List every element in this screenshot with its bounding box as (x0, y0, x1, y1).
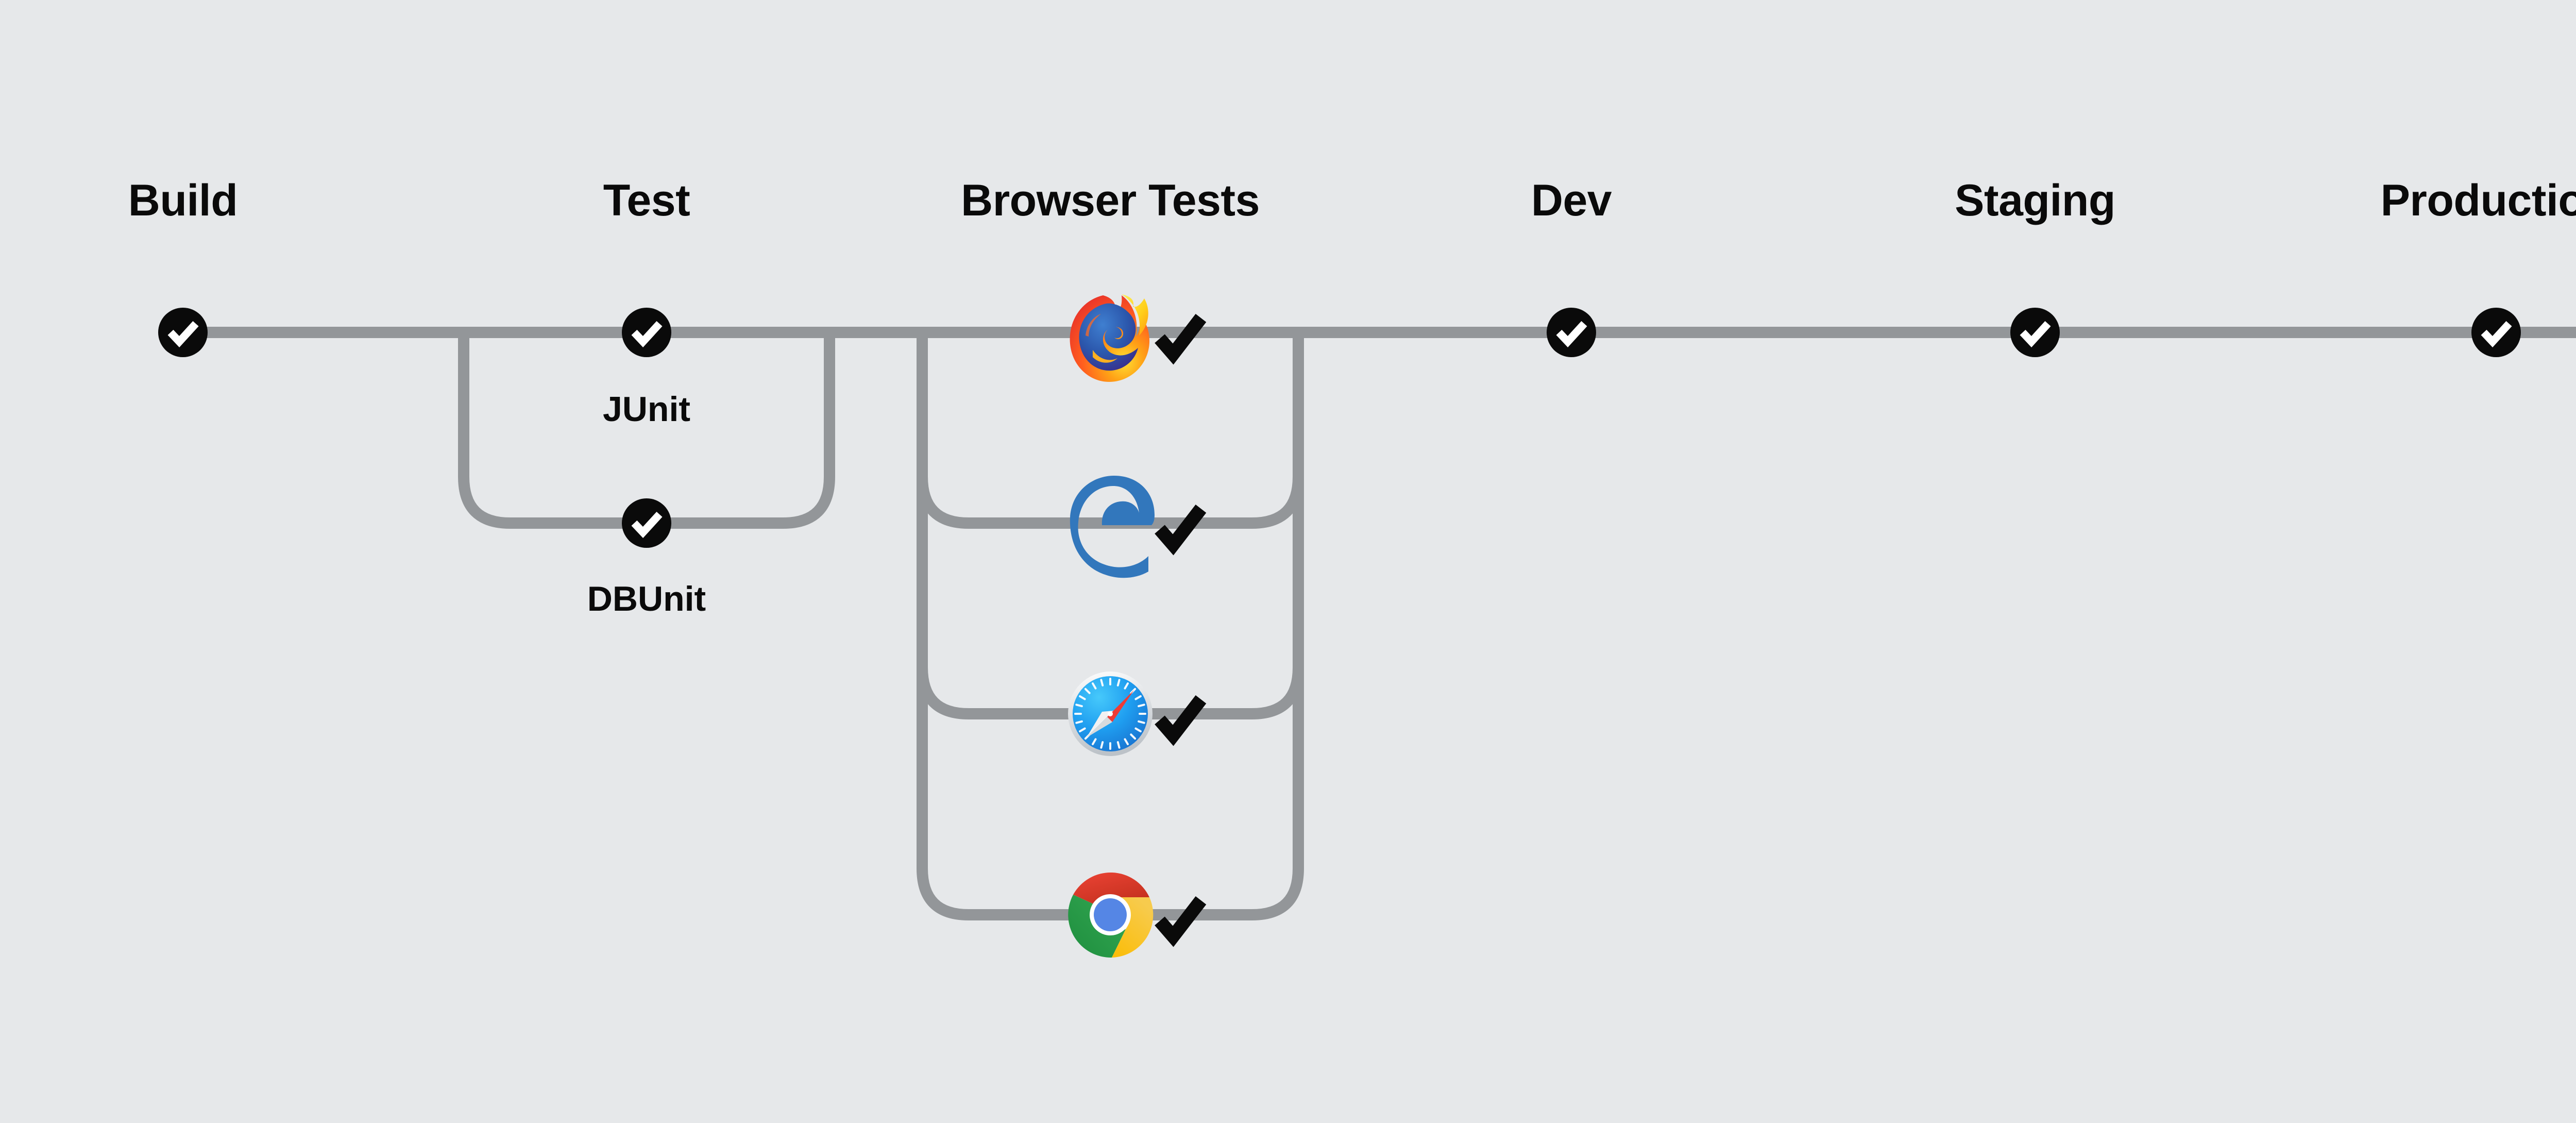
connector-test-branch-left (458, 332, 647, 529)
pipeline-connectors (183, 327, 2576, 920)
check-icon (1155, 695, 1207, 746)
edge-icon (1070, 476, 1155, 578)
stage-label-production: Production (2380, 176, 2576, 225)
connector-browser-right-branch-edge (1110, 476, 1304, 529)
node-test-junit[interactable] (622, 308, 671, 357)
node-browser-chrome[interactable] (1068, 872, 1207, 958)
node-browser-edge[interactable] (1070, 476, 1207, 578)
stage-label-test: Test (603, 176, 690, 225)
node-browser-safari[interactable] (1068, 672, 1207, 756)
connector-browser-left-branch-safari (917, 667, 1110, 719)
check-icon (631, 511, 663, 539)
node-build[interactable] (158, 308, 208, 357)
node-staging[interactable] (2010, 308, 2060, 357)
stage-label-build: Build (128, 176, 238, 225)
stage-label-staging: Staging (1955, 176, 2115, 225)
check-icon (631, 321, 663, 348)
connector-browser-right-branch-safari (1110, 667, 1304, 719)
node-browser-firefox[interactable] (1070, 294, 1207, 382)
check-icon (1155, 505, 1207, 556)
chrome-icon (1068, 872, 1154, 958)
check-icon (167, 321, 199, 348)
safari-icon (1068, 672, 1153, 756)
node-dev[interactable] (1547, 308, 1596, 357)
connector-browser-left-branch-edge (917, 476, 1110, 529)
connector-browser-left-rail (917, 332, 1110, 920)
check-icon (2481, 321, 2512, 348)
connector-test-branch-right (647, 332, 835, 529)
check-icon (1155, 896, 1207, 947)
node-test-dbunit[interactable] (622, 498, 671, 548)
connector-browser-right-rail (1110, 332, 1304, 920)
firefox-icon (1070, 294, 1150, 382)
stage-label-dev: Dev (1531, 176, 1612, 225)
node-production[interactable] (2471, 308, 2521, 357)
job-label-junit: JUnit (603, 390, 690, 429)
check-icon (2020, 321, 2051, 348)
job-label-dbunit: DBUnit (587, 579, 706, 618)
check-icon (1556, 321, 1587, 348)
stage-nodes (158, 308, 2521, 548)
check-icon (1155, 314, 1207, 365)
stage-label-browser-tests: Browser Tests (961, 176, 1260, 225)
